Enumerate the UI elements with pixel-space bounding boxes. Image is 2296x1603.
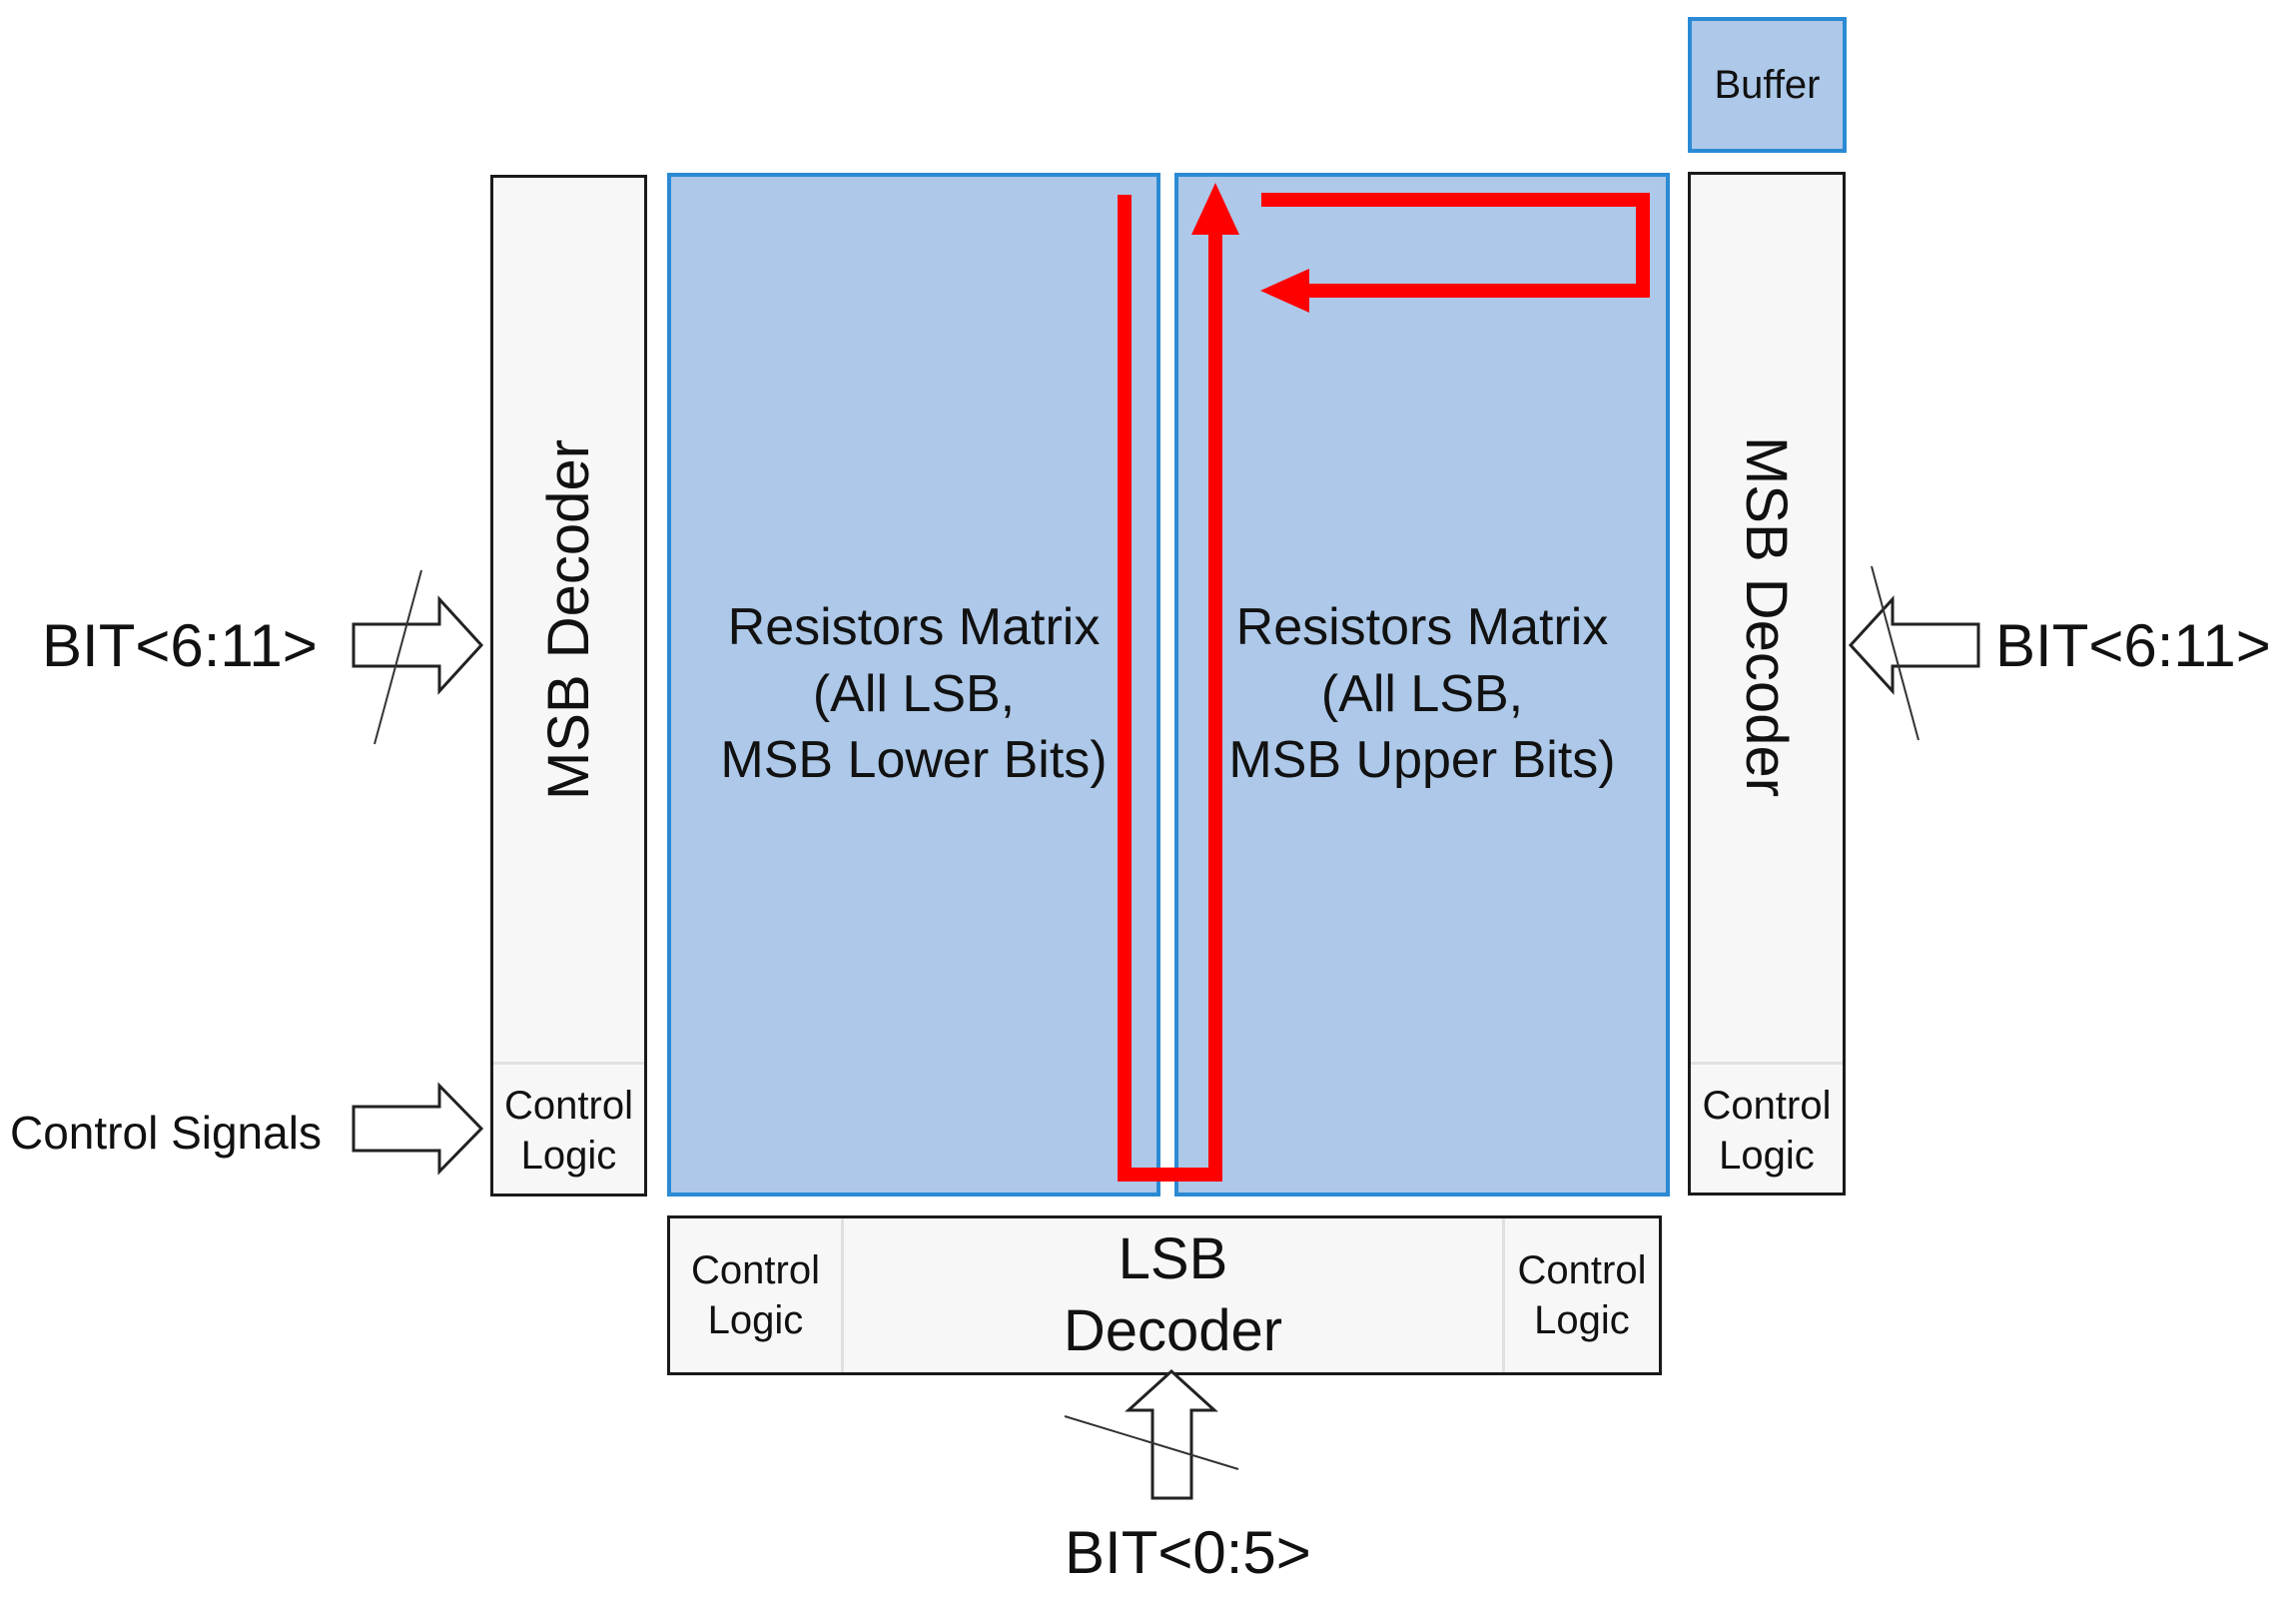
signal-path [1118,195,1222,1182]
lsb-decoder [667,1215,1662,1375]
bottom-bits-label: BIT<0:5> [1065,1519,1311,1586]
left-bits-label: BIT<6:11> [42,612,318,679]
right-bus-slash [1871,565,1919,741]
lsb-divider-right [1502,1218,1505,1372]
right-control-logic: Control Logic [1688,1065,1846,1196]
right-control-logic-label: Control Logic [1702,1083,1832,1178]
bottom-bits-arrow [1125,1368,1218,1500]
control-signals-arrow [352,1082,484,1176]
buffer-block: Buffer [1688,17,1847,153]
resistor-matrix-upper [1174,173,1670,1197]
buffer-label: Buffer [1714,62,1821,107]
resistor-matrix-upper-label: Resistors Matrix (All LSB, MSB Upper Bit… [1228,598,1616,790]
resistor-matrix-upper-text-area: Resistors Matrix (All LSB, MSB Upper Bit… [1174,574,1670,814]
left-control-logic-label: Control Logic [504,1084,633,1178]
lsb-control-logic-right-label: Control Logic [1517,1248,1647,1342]
left-bus-slash [374,569,422,745]
left-control-logic: Control Logic [490,1065,647,1197]
signal-path-left-arrowhead [1260,269,1309,313]
signal-path-loop [1261,193,1650,298]
left-msb-decoder [490,175,647,1197]
right-msb-decoder [1688,172,1846,1196]
lsb-decoder-center: LSB Decoder [844,1218,1502,1372]
lsb-control-logic-right: Control Logic [1505,1218,1659,1372]
lsb-control-logic-left: Control Logic [670,1218,841,1372]
right-control-divider [1691,1062,1843,1065]
lsb-divider-left [841,1218,844,1372]
control-signals-label: Control Signals [10,1107,322,1159]
lsb-decoder-label: LSB Decoder [1063,1225,1283,1364]
bottom-bus-slash [1064,1415,1239,1470]
left-control-divider [493,1062,644,1065]
lsb-control-logic-left-label: Control Logic [691,1248,820,1342]
signal-path-up-arrowhead [1191,183,1239,235]
left-bits-arrow [352,595,484,695]
resistor-matrix-lower-text-area: Resistors Matrix (All LSB, MSB Lower Bit… [667,574,1160,814]
right-bits-arrow [1848,595,1980,695]
right-bits-label: BIT<6:11> [1995,612,2271,679]
resistor-matrix-lower-label: Resistors Matrix (All LSB, MSB Lower Bit… [720,598,1108,790]
resistor-matrix-lower [667,173,1160,1197]
